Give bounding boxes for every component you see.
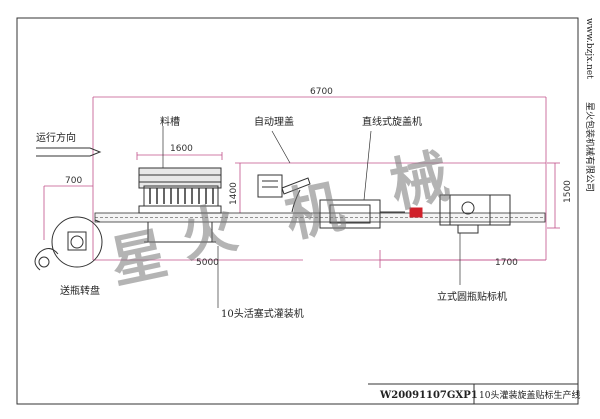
turntable-label: 送瓶转盘	[60, 284, 100, 297]
capper-leader	[363, 130, 372, 201]
direction-label: 运行方向	[36, 131, 76, 144]
cap-sorter-label: 自动理盖	[254, 115, 294, 128]
drawing-title: 10头灌装旋盖贴标生产线	[479, 389, 580, 401]
dimension-lines	[43, 96, 560, 268]
watermark-char-4: 械	[384, 142, 455, 221]
cap-sorter	[257, 174, 311, 213]
labeler-label: 立式圆瓶贴标机	[437, 290, 507, 303]
dim-labeler-length: 1700	[495, 258, 518, 268]
dim-filler-length: 5000	[196, 258, 219, 268]
dim-trough-width: 1600	[170, 144, 193, 154]
dim-filler-height: 1400	[229, 182, 239, 205]
bottle-turntable	[34, 216, 103, 271]
inline-capper	[319, 199, 405, 229]
drawing-number: W20091107GXP1	[379, 390, 478, 401]
round-bottle-labeler	[409, 194, 511, 234]
direction-arrow	[36, 147, 102, 157]
drawing-border	[16, 17, 579, 405]
filler-label: 10头活塞式灌装机	[221, 307, 304, 320]
dim-turntable-offset: 700	[65, 176, 82, 186]
company-name: 星火包装机械有限公司	[584, 102, 596, 192]
cap-sorter-leader	[271, 130, 291, 164]
watermark-char-1: 星	[105, 220, 173, 296]
watermark-char-2: 火	[174, 194, 242, 270]
dim-overall-length: 6700	[310, 87, 333, 97]
trough-label: 料槽	[160, 115, 180, 128]
company-url: www.bzjx.net	[584, 18, 594, 79]
capper-label: 直线式旋盖机	[362, 115, 422, 128]
dim-width: 1500	[563, 180, 573, 203]
piston-filler	[138, 167, 222, 243]
watermark-char-3: 机	[279, 172, 350, 251]
